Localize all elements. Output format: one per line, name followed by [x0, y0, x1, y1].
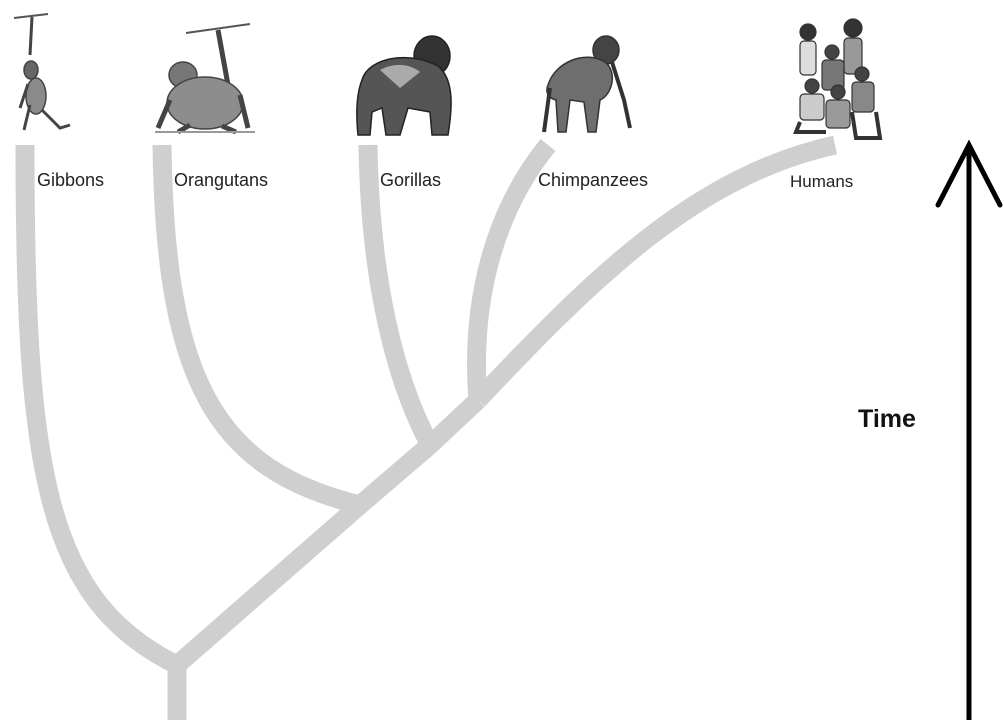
gorilla-icon — [356, 35, 452, 136]
branch-main-spine — [170, 393, 485, 673]
chimpanzee-icon — [542, 35, 632, 133]
gibbon-icon — [13, 13, 71, 131]
taxon-label-gorillas: Gorillas — [380, 170, 442, 190]
branch-orangutans — [152, 144, 363, 515]
branch-gibbons — [15, 144, 182, 674]
time-axis-label: Time — [858, 405, 916, 433]
taxon-label-humans: Humans — [790, 172, 854, 191]
tree-branches — [15, 135, 838, 720]
orangutan-icon — [155, 23, 255, 135]
taxon-label-orangutans: Orangutans — [174, 170, 269, 190]
humans-group-icon — [793, 18, 883, 140]
branch-humans — [471, 135, 838, 407]
branch-chimpanzees — [467, 138, 556, 401]
taxon-label-gibbons: Gibbons — [37, 170, 105, 190]
time-arrow — [935, 139, 1003, 723]
time-arrow-head — [935, 139, 1003, 208]
taxon-label-chimpanzees: Chimpanzees — [538, 170, 649, 190]
branch-gorillas — [358, 144, 439, 450]
